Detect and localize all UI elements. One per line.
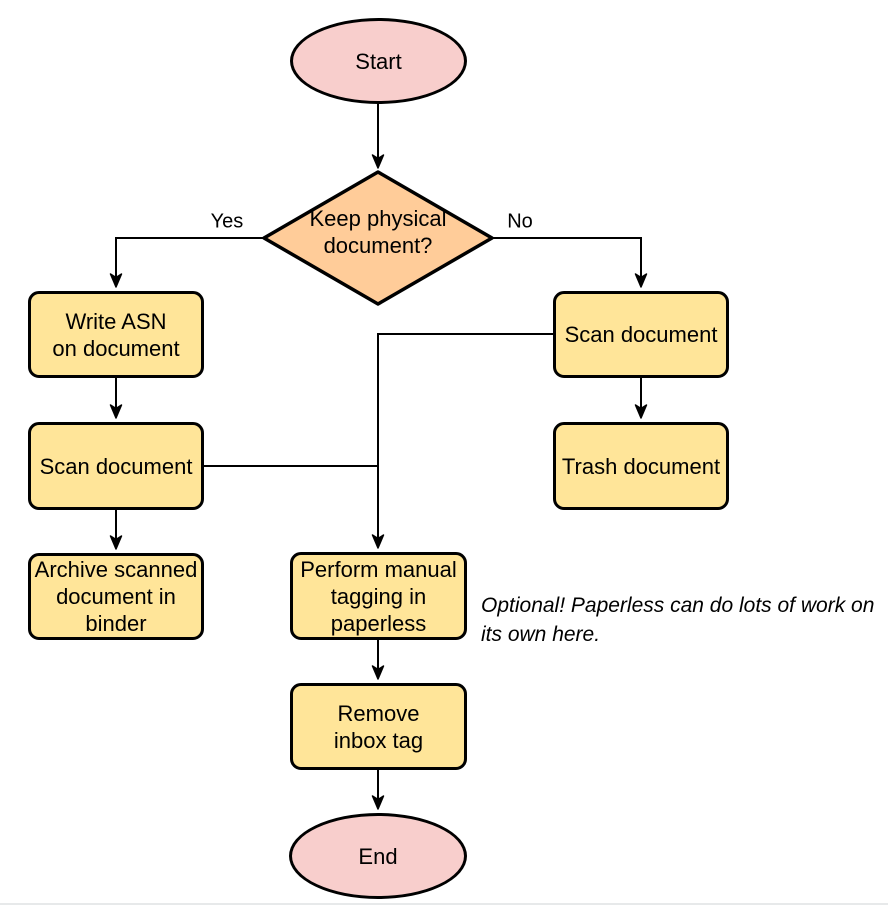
edge-scan-right-to-tagging: [371, 333, 553, 549]
manual-tagging-node: Perform manual tagging in paperless: [290, 552, 467, 640]
write-asn-node: Write ASN on document: [28, 291, 204, 378]
edge-decision-yes-to-write-asn: [109, 237, 264, 288]
edge-label-no: No: [504, 210, 536, 234]
manual-tagging-node-label: Perform manual tagging in paperless: [300, 556, 457, 636]
bottom-divider: [0, 903, 888, 905]
remove-inbox-tag-node: Remove inbox tag: [290, 683, 467, 770]
end-node-label: End: [358, 843, 398, 869]
trash-document-node-label: Trash document: [561, 453, 721, 479]
archive-document-node-label: Archive scanned document in binder: [34, 557, 198, 636]
remove-inbox-tag-node-label: Remove inbox tag: [333, 700, 424, 753]
write-asn-node-label: Write ASN on document: [52, 308, 180, 361]
decision-node-label: Keep physical document?: [309, 206, 447, 258]
end-node: End: [289, 813, 467, 899]
edge-decision-no-to-scan-right: [492, 237, 648, 288]
edge-label-yes: Yes: [207, 210, 247, 234]
scan-document-right-node: Scan document: [553, 291, 729, 378]
scan-document-left-node: Scan document: [28, 422, 204, 510]
start-node: Start: [290, 18, 467, 104]
trash-document-node: Trash document: [553, 422, 729, 510]
start-node-label: Start: [355, 48, 402, 74]
archive-document-node: Archive scanned document in binder: [28, 553, 204, 640]
scan-document-right-node-label: Scan document: [564, 322, 718, 347]
decision-diamond-shape: [262, 170, 494, 306]
optional-annotation: Optional! Paperless can do lots of work …: [481, 594, 875, 646]
scan-document-left-node-label: Scan document: [39, 453, 193, 479]
